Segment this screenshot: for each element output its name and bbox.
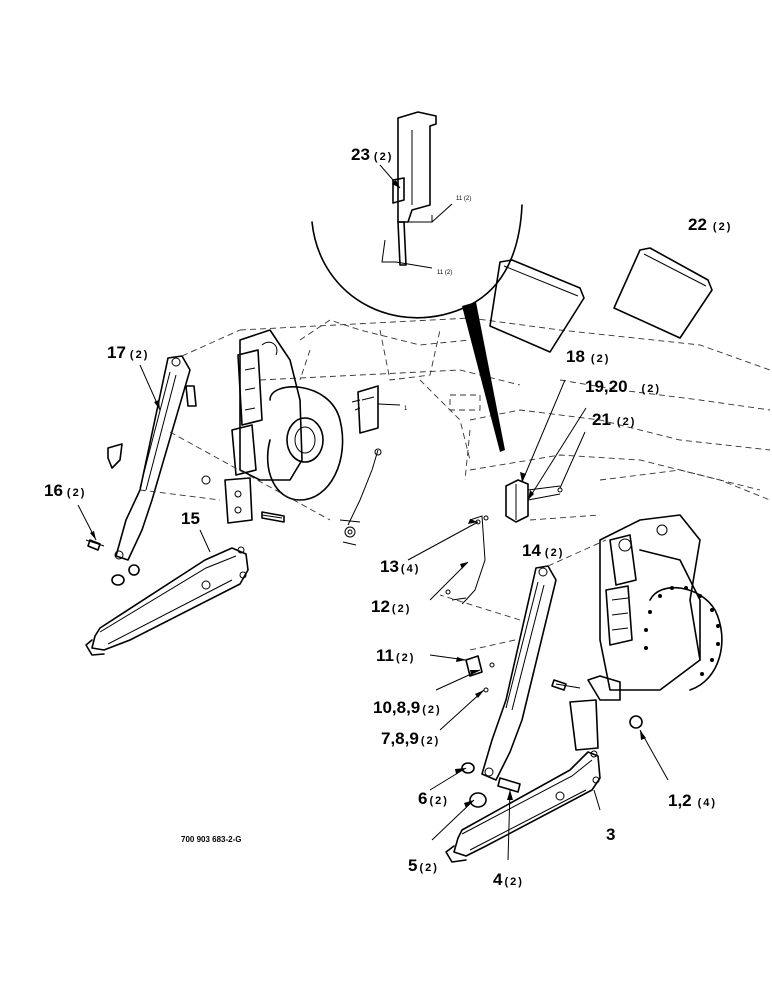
- right-gearbox-housing: [551, 514, 723, 751]
- right-panels: [489, 247, 713, 353]
- callout-22: 22(2): [688, 215, 732, 234]
- machine-frame-outline: [239, 317, 771, 521]
- callout-14: 14(2): [522, 541, 564, 560]
- small-part-label: 1: [404, 406, 408, 412]
- right-hub-bolt-circle: [644, 586, 720, 676]
- left-gearbox-housing: [224, 329, 344, 524]
- callout-19-20: 19,20(2): [585, 377, 661, 396]
- callout-13: 13(4): [380, 557, 420, 576]
- drawing-code: 700 903 683-2-G: [181, 835, 242, 844]
- callout-5: 5(2): [408, 856, 439, 875]
- callout-16: 16(2): [44, 481, 86, 500]
- callout-12: 12(2): [371, 597, 411, 616]
- center-bracket-assembly: [445, 479, 563, 605]
- right-skid-shoe: [445, 750, 601, 863]
- callout-17: 17(2): [107, 343, 149, 362]
- callout-10-8-9: 10,8,9(2): [373, 698, 442, 717]
- callout-23: 23(2): [351, 145, 393, 164]
- detail-inset: [311, 111, 523, 452]
- callout-15: 15: [181, 509, 200, 528]
- inset-label-upper: 11 (2): [456, 196, 471, 202]
- left-skid-shoe: [85, 546, 249, 656]
- callout-11: 11(2): [376, 646, 415, 665]
- callout-4: 4(2): [493, 870, 524, 889]
- callout-21: 21(2): [592, 410, 636, 429]
- callout-6: 6(2): [418, 789, 449, 808]
- left-linkage-parts: [201, 385, 401, 546]
- callout-labels: 23(2) 22(2) 17(2) 18(2) 19,20(2) 21(2) 1…: [44, 145, 732, 889]
- right-lift-arm: [439, 539, 607, 808]
- left-lift-arm: [85, 329, 331, 586]
- inset-label-lower: 11 (2): [437, 270, 452, 276]
- callout-1-2: 1,2(4): [668, 791, 717, 810]
- callout-3: 3: [606, 825, 615, 844]
- leader-arrowheads: [90, 180, 646, 808]
- callout-18: 18(2): [566, 347, 610, 366]
- leader-lines: [77, 164, 669, 861]
- callout-7-8-9: 7,8,9(2): [381, 729, 440, 748]
